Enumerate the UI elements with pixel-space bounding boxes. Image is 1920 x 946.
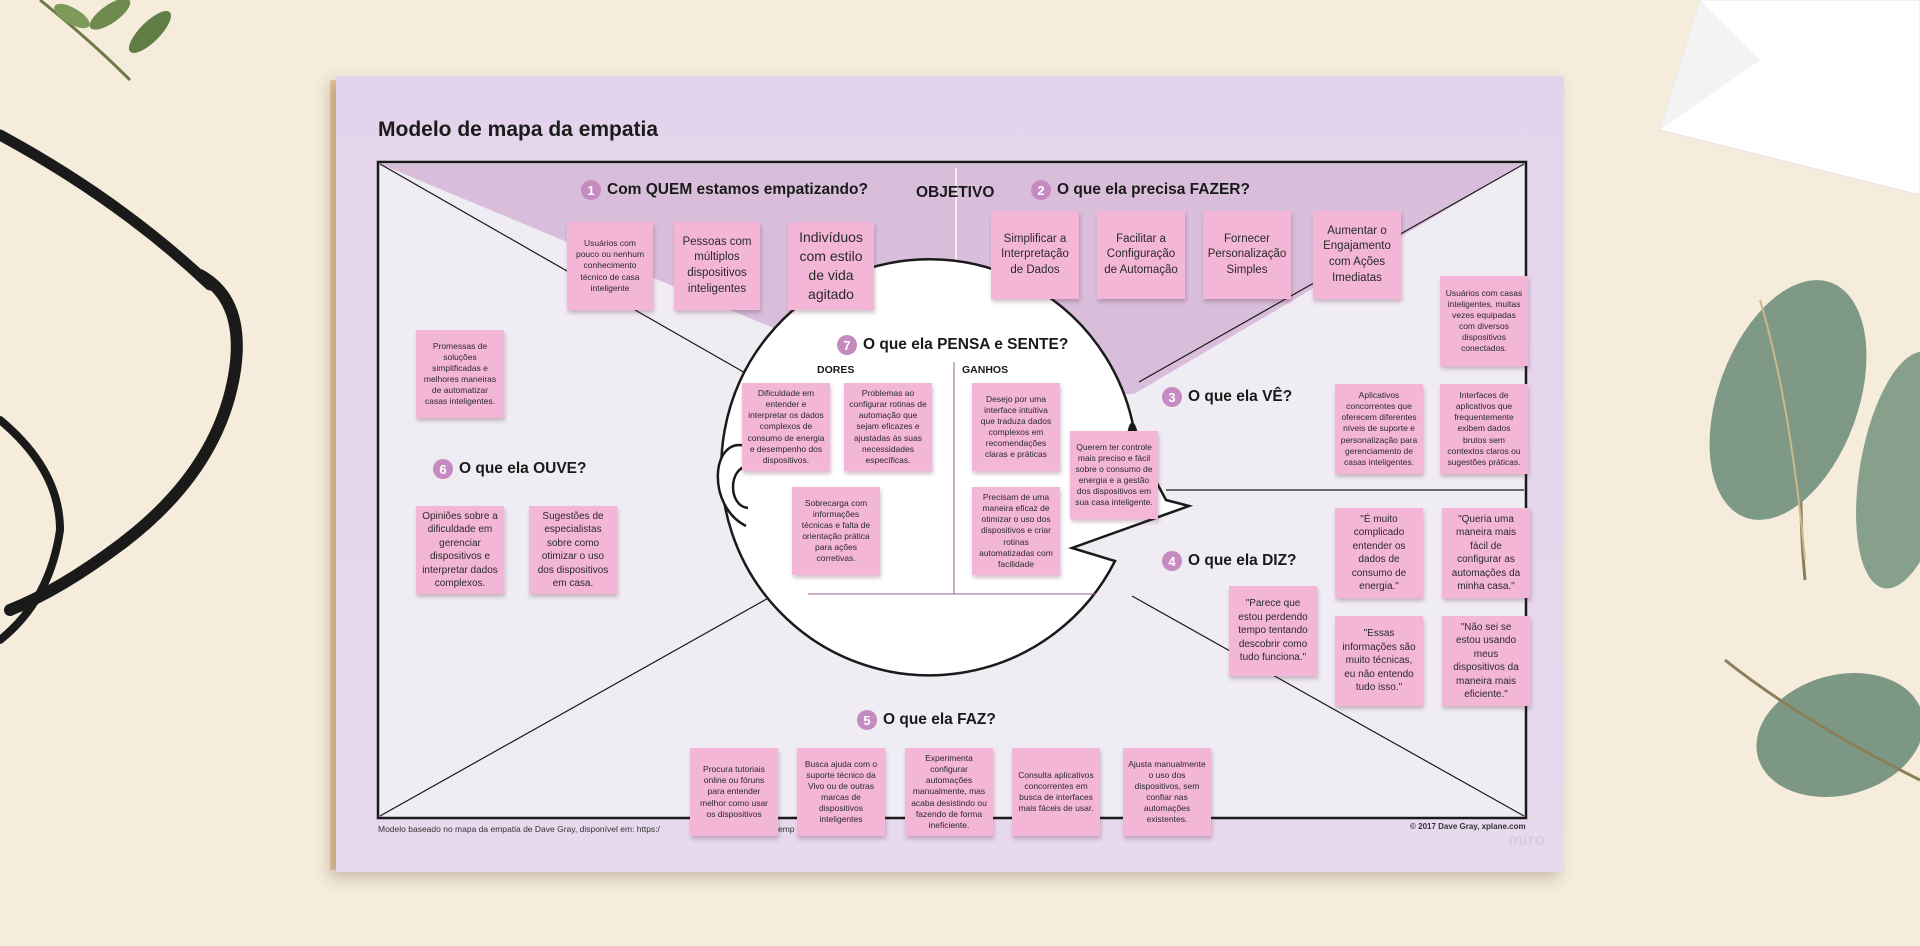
sticky-note-does[interactable]: Procura tutoriais online ou fóruns para … xyxy=(690,748,778,836)
section-who: 1 Com QUEM estamos empatizando? xyxy=(581,180,868,200)
sticky-note-says[interactable]: "É muito complicado entender os dados de… xyxy=(1335,508,1423,598)
sticky-note-sees[interactable]: Usuários com casas inteligentes, muitas … xyxy=(1440,276,1528,366)
sticky-note-sees[interactable]: Aplicativos concorrentes que oferecem di… xyxy=(1335,384,1423,474)
envelope xyxy=(1659,0,1920,196)
sticky-note-says[interactable]: "Essas informações são muito técnicas, e… xyxy=(1335,616,1423,706)
section-label: O que ela PENSA e SENTE? xyxy=(863,336,1069,353)
footer-attribution: Modelo baseado no mapa da empatia de Dav… xyxy=(378,824,660,834)
sticky-note-hears[interactable]: Promessas de soluções simplificadas e me… xyxy=(416,330,504,418)
footer-copyright: © 2017 Dave Gray, xplane.com xyxy=(1410,822,1526,831)
eucalyptus-leaves xyxy=(1709,280,1920,797)
sticky-note-does[interactable]: Busca ajuda com o suporte técnico da Viv… xyxy=(797,748,885,836)
section-number-badge: 5 xyxy=(857,710,877,730)
sticky-note-pain[interactable]: Sobrecarga com informações técnicas e fa… xyxy=(792,487,880,575)
section-label: O que ela FAZ? xyxy=(883,711,996,728)
section-label: O que ela VÊ? xyxy=(1188,388,1293,405)
section-number-badge: 4 xyxy=(1162,551,1182,571)
sticky-note-gain[interactable]: Querem ter controle mais preciso e fácil… xyxy=(1070,431,1158,519)
sticky-note-does[interactable]: Ajusta manualmente o uso dos dispositivo… xyxy=(1123,748,1211,836)
miro-logo: miro xyxy=(1508,830,1545,849)
footer-attribution-tail: emp xyxy=(778,824,795,834)
board-edge xyxy=(330,80,338,870)
pains-label: DORES xyxy=(817,364,855,376)
sticky-note-pain[interactable]: Problemas ao configurar rotinas de autom… xyxy=(844,383,932,471)
sticky-note-who[interactable]: Indivíduos com estilo de vida agitado xyxy=(788,222,874,310)
section-label: O que ela precisa FAZER? xyxy=(1057,181,1250,198)
page-title: Modelo de mapa da empatia xyxy=(378,118,659,141)
sticky-note-says[interactable]: "Parece que estou perdendo tempo tentand… xyxy=(1229,586,1317,676)
sticky-note-who[interactable]: Pessoas com múltiplos dispositivos intel… xyxy=(674,222,760,310)
sticky-note-who[interactable]: Usuários com pouco ou nenhum conheciment… xyxy=(567,222,653,310)
sticky-note-hears[interactable]: Opiniões sobre a dificuldade em gerencia… xyxy=(416,506,504,594)
sticky-note-says[interactable]: "Queria uma maneira mais fácil de config… xyxy=(1442,508,1530,598)
sticky-note-pain[interactable]: Dificuldade em entender e interpretar os… xyxy=(742,383,830,471)
sticky-note-gain[interactable]: Precisam de uma maneira eficaz de otimiz… xyxy=(972,487,1060,575)
eyeglasses xyxy=(0,129,243,644)
sticky-note-sees[interactable]: Interfaces de aplicativos que frequentem… xyxy=(1440,384,1528,474)
sticky-note-gain[interactable]: Desejo por uma interface intuitiva que t… xyxy=(972,383,1060,471)
leaf-sprig-top-left xyxy=(39,0,172,82)
section-number-badge: 3 xyxy=(1162,387,1182,407)
section-need-to-do: 2 O que ela precisa FAZER? xyxy=(1031,180,1250,200)
sticky-note-need-to-do[interactable]: Aumentar o Engajamento com Ações Imediat… xyxy=(1313,211,1401,299)
section-number-badge: 2 xyxy=(1031,180,1051,200)
sticky-note-hears[interactable]: Sugestões de especialistas sobre como ot… xyxy=(529,506,617,594)
section-number-badge: 7 xyxy=(837,335,857,355)
sticky-note-says[interactable]: "Não sei se estou usando meus dispositiv… xyxy=(1442,616,1530,706)
section-number-badge: 1 xyxy=(581,180,601,200)
section-does: 5 O que ela FAZ? xyxy=(857,710,996,730)
section-says: 4 O que ela DIZ? xyxy=(1162,551,1297,571)
sticky-note-need-to-do[interactable]: Fornecer Personalização Simples xyxy=(1203,211,1291,299)
sticky-note-need-to-do[interactable]: Simplificar a Interpretação de Dados xyxy=(991,211,1079,299)
sticky-note-does[interactable]: Experimenta configurar automações manual… xyxy=(905,748,993,836)
section-label: O que ela OUVE? xyxy=(459,460,587,477)
section-label: Com QUEM estamos empatizando? xyxy=(607,181,868,198)
objective-label: OBJETIVO xyxy=(916,184,995,201)
gains-label: GANHOS xyxy=(962,364,1009,376)
section-hears: 6 O que ela OUVE? xyxy=(433,459,586,479)
section-number-badge: 6 xyxy=(433,459,453,479)
empathy-map-board: Modelo de mapa da empatia OBJETIVO 1 Com… xyxy=(336,76,1564,872)
sticky-note-need-to-do[interactable]: Facilitar a Configuração de Automação xyxy=(1097,211,1185,299)
section-sees: 3 O que ela VÊ? xyxy=(1162,387,1292,407)
sticky-note-does[interactable]: Consulta aplicativos concorrentes em bus… xyxy=(1012,748,1100,836)
section-thinks-feels: 7 O que ela PENSA e SENTE? xyxy=(837,335,1068,355)
section-label: O que ela DIZ? xyxy=(1188,552,1297,569)
